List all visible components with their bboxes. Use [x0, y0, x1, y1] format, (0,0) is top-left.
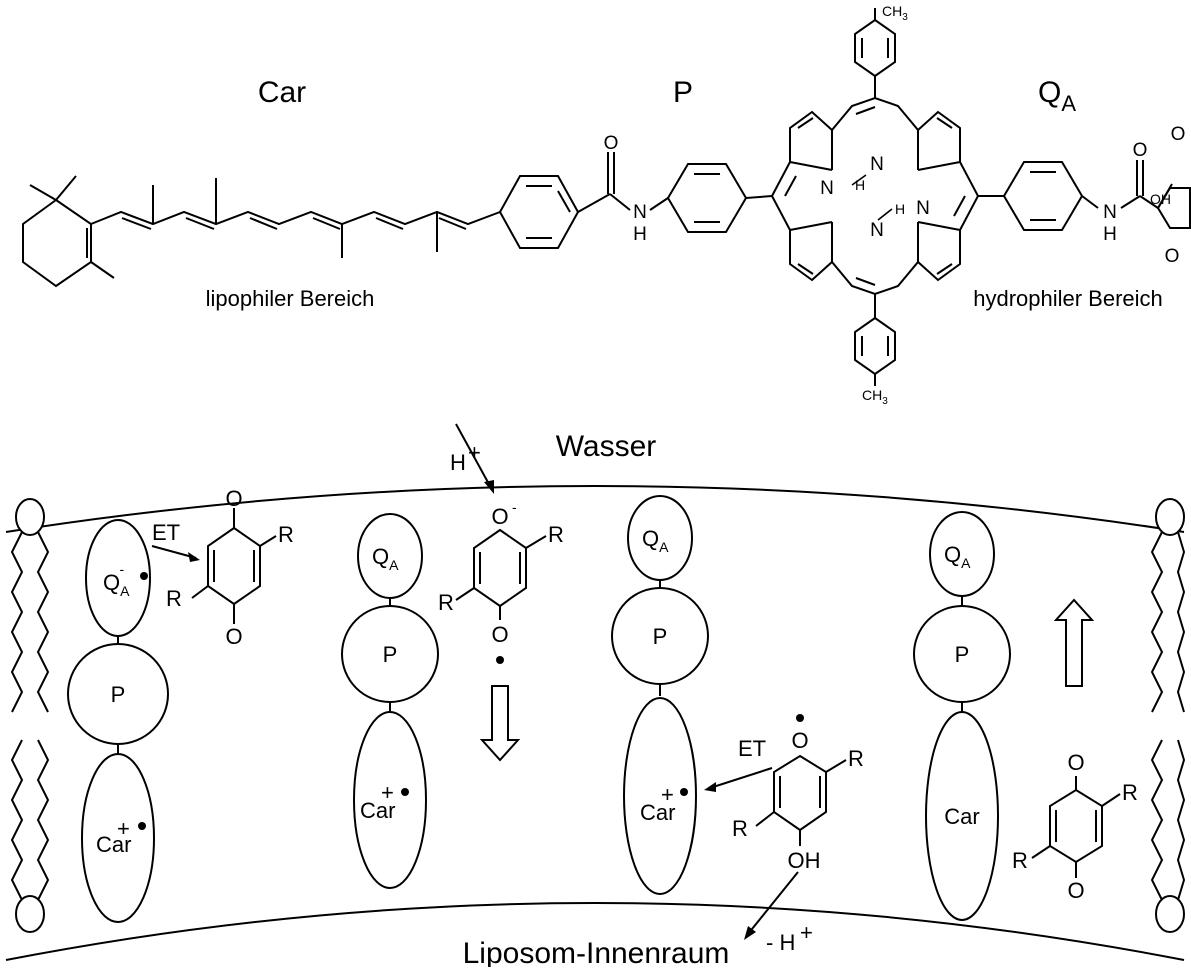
svg-text:QA: QA	[944, 542, 971, 571]
svg-text:R: R	[166, 586, 182, 611]
svg-text:R: R	[548, 522, 564, 547]
svg-text:+: +	[800, 920, 813, 945]
label-porphyrin: P	[673, 76, 693, 109]
svg-text:P: P	[955, 642, 970, 667]
label-liposome-interior: Liposom-Innenraum	[463, 937, 730, 967]
molecule-structure: Car P QA lipophiler Bereich hydrophiler …	[22, 3, 1173, 407]
svg-text:N: N	[916, 198, 930, 219]
porphyrin-core: N N N N H H	[770, 76, 1004, 318]
triad-unit-1: QA- P Car +	[67, 519, 169, 923]
lipid-right	[1150, 498, 1186, 933]
svg-text:O: O	[1067, 878, 1084, 903]
svg-text:+: +	[381, 780, 394, 805]
triad-unit-2: QA P Car +	[341, 513, 439, 889]
svg-text:OH: OH	[788, 848, 821, 873]
svg-text:O: O	[1171, 124, 1186, 145]
svg-text:O: O	[491, 504, 508, 529]
svg-text:O: O	[225, 486, 242, 511]
svg-text:OH: OH	[1150, 191, 1171, 207]
anthraquinone-acceptor: O O OH	[1150, 124, 1191, 267]
carotenoid-end-ring	[22, 175, 115, 288]
lipid-left	[10, 498, 50, 933]
svg-text:+: +	[468, 440, 481, 465]
svg-text:+: +	[661, 782, 674, 807]
svg-text:QA: QA	[642, 526, 669, 555]
label-water: Wasser	[556, 430, 657, 463]
triad-unit-3: QA P Car +	[611, 495, 709, 895]
polyene-chain	[90, 178, 501, 258]
svg-text:Car: Car	[944, 804, 979, 829]
svg-text:O: O	[1133, 140, 1148, 161]
phenyl-ring-1	[498, 175, 611, 249]
amide-linker-1: O N H	[604, 133, 669, 245]
semiquinone-anion: H + O - R R O	[438, 423, 564, 762]
svg-text:QA: QA	[372, 544, 399, 573]
svg-text:CH3: CH3	[862, 387, 888, 407]
amide-linker-2: N H O	[1103, 140, 1159, 245]
svg-text:H: H	[633, 224, 647, 245]
svg-text:O: O	[225, 624, 242, 649]
svg-text:P: P	[383, 642, 398, 667]
svg-text:R: R	[848, 746, 864, 771]
svg-text:Car: Car	[360, 798, 395, 823]
svg-text:R: R	[732, 816, 748, 841]
svg-text:H: H	[855, 177, 865, 193]
svg-text:O: O	[491, 622, 508, 647]
phenyl-ring-2	[666, 163, 773, 233]
svg-text:CH3: CH3	[882, 3, 908, 23]
phenyl-ring-3	[1002, 161, 1099, 231]
tolyl-bottom: CH3	[854, 316, 896, 407]
svg-text:QA-: QA-	[103, 561, 130, 599]
svg-text:- H: - H	[766, 930, 795, 955]
svg-text:H: H	[895, 201, 905, 217]
svg-text:R: R	[1122, 780, 1138, 805]
semiquinone-radical: O R R OH ET - H +	[704, 714, 864, 955]
svg-text:O: O	[604, 133, 619, 154]
et-label-1: ET	[152, 520, 180, 545]
svg-text:N: N	[1103, 202, 1117, 223]
label-hydrophilic-region: hydrophiler Bereich	[973, 286, 1163, 311]
et-label-2: ET	[738, 736, 766, 761]
svg-text:P: P	[111, 682, 126, 707]
svg-text:-: -	[512, 499, 517, 515]
svg-text:O: O	[1165, 246, 1180, 267]
svg-text:N: N	[870, 220, 884, 241]
svg-text:+: +	[117, 816, 130, 841]
svg-text:O: O	[1067, 750, 1084, 775]
svg-text:Car: Car	[640, 800, 675, 825]
quinone-2: O R R O	[1012, 598, 1138, 903]
inner-membrane-boundary	[5, 902, 1185, 961]
svg-text:N: N	[633, 202, 647, 223]
svg-text:N: N	[820, 178, 834, 199]
liposome-scheme: Wasser Liposom-Innenraum QA-	[5, 423, 1186, 970]
svg-text:N: N	[870, 154, 884, 175]
svg-text:P: P	[653, 624, 668, 649]
label-quinone: QA	[1038, 76, 1076, 116]
svg-text:R: R	[278, 522, 294, 547]
outer-membrane-boundary	[5, 485, 1185, 533]
label-lipophilic-region: lipophiler Bereich	[206, 286, 375, 311]
svg-text:Car: Car	[96, 832, 131, 857]
quinone-1: O O R R ET	[151, 486, 294, 649]
tolyl-top: CH3	[854, 3, 908, 78]
svg-text:R: R	[1012, 848, 1028, 873]
svg-text:H: H	[450, 450, 466, 475]
triad-unit-4: QA P Car	[913, 511, 1011, 921]
svg-text:H: H	[1103, 224, 1117, 245]
svg-text:R: R	[438, 590, 454, 615]
svg-text:O: O	[791, 728, 808, 753]
label-carotenoid: Car	[258, 76, 306, 109]
